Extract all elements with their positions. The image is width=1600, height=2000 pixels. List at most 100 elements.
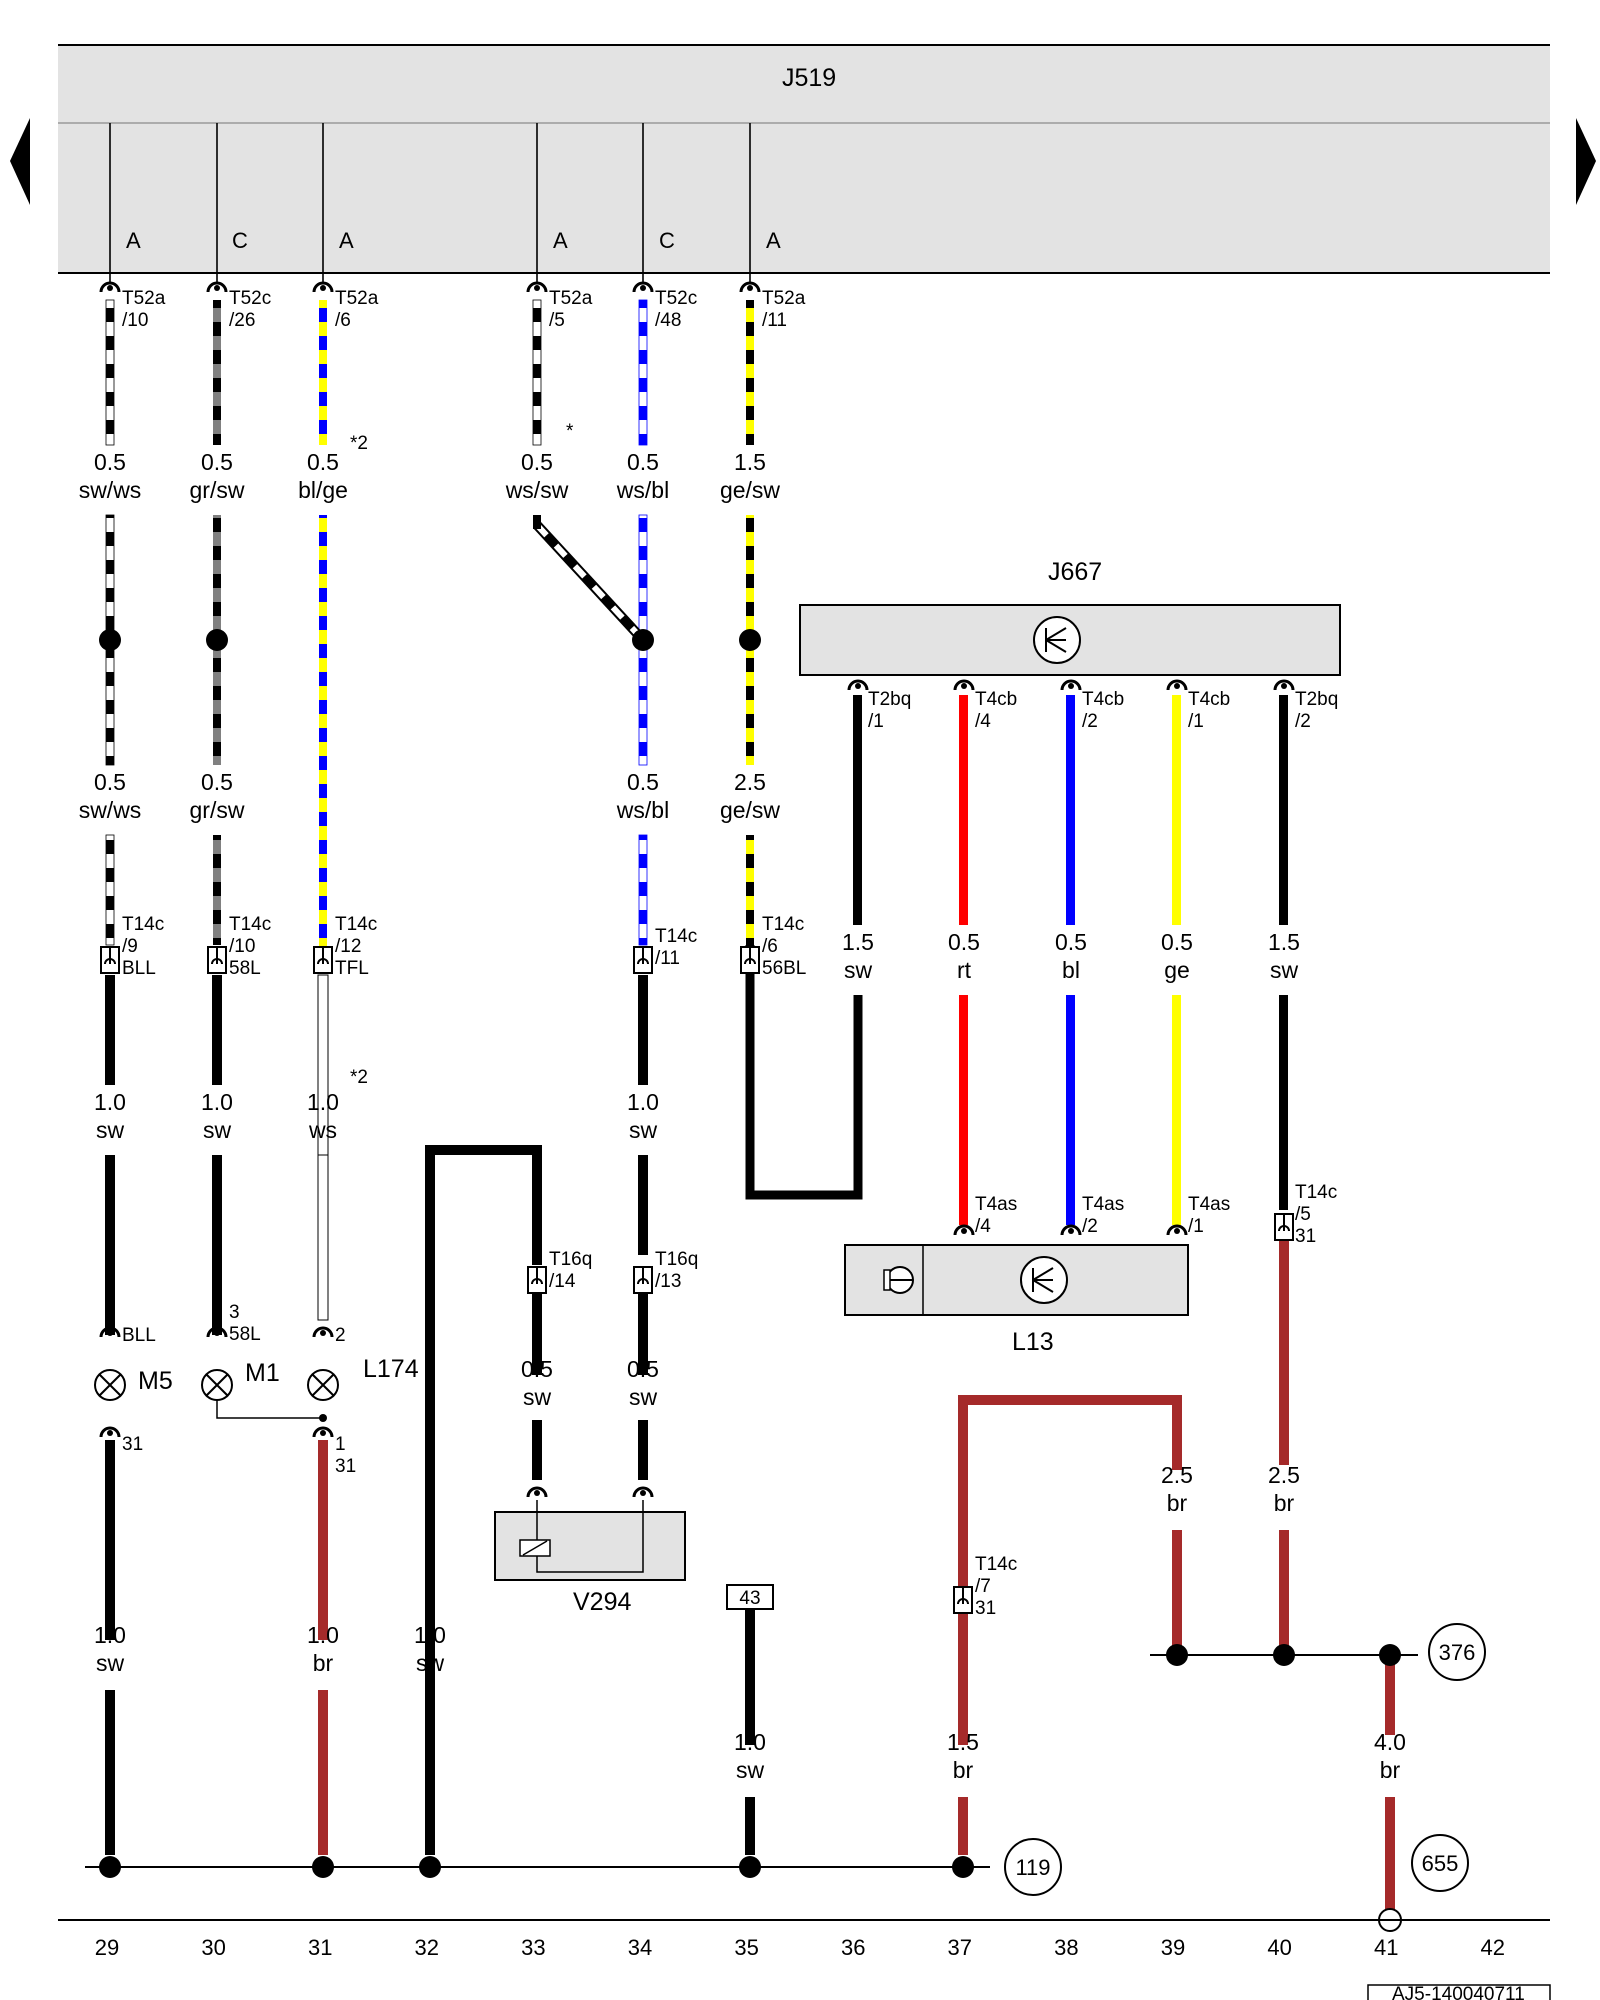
connector-pin-icon — [739, 281, 761, 293]
svg-text:1.0sw: 1.0sw — [94, 1089, 126, 1143]
column-number: 32 — [415, 1935, 439, 1960]
ref-655[interactable]: 655 — [1411, 1834, 1469, 1892]
svg-text:T4cb/4: T4cb/4 — [975, 689, 1017, 732]
svg-text:655: 655 — [1422, 1851, 1459, 1876]
drawing-id: AJ5-140040711 — [1392, 1984, 1525, 2000]
prev-page-arrow-icon[interactable] — [10, 118, 30, 205]
ref-376[interactable]: 376 — [1428, 1623, 1486, 1681]
connector-pin-dot — [320, 1430, 326, 1436]
connector-pin-icon — [312, 1326, 334, 1338]
svg-text:A: A — [339, 228, 354, 253]
svg-text:1.0sw: 1.0sw — [201, 1089, 233, 1143]
note-star2: *2 — [350, 433, 368, 454]
ecu-j519-title: J519 — [782, 64, 836, 92]
column-number: 34 — [628, 1935, 652, 1960]
transistor-icon — [1033, 616, 1081, 664]
connector-pin-dot — [747, 285, 753, 291]
svg-text:1.0ws: 1.0ws — [307, 1089, 339, 1143]
column-number: 39 — [1161, 1935, 1185, 1960]
column-number: 38 — [1054, 1935, 1078, 1960]
svg-text:T4as/2: T4as/2 — [1082, 1194, 1124, 1237]
connector-pin-icon — [953, 679, 975, 691]
column-number: 37 — [948, 1935, 972, 1960]
connector-pin-icon — [99, 1426, 121, 1438]
connector-pin-dot — [534, 1490, 540, 1496]
svg-text:T2bq/2: T2bq/2 — [1295, 689, 1338, 732]
svg-text:T16q/13: T16q/13 — [655, 1249, 698, 1292]
svg-text:T14c/11: T14c/11 — [655, 926, 697, 969]
connector-labels: T52a/10 T52c/26 T52a/6 T52a/5 T52c/48 T5… — [122, 288, 1338, 1619]
svg-text:0.5bl/ge: 0.5bl/ge — [298, 449, 348, 503]
svg-text:1.5ge/sw: 1.5ge/sw — [720, 449, 780, 503]
column-number: 41 — [1374, 1935, 1398, 1960]
column-number: 31 — [308, 1935, 332, 1960]
svg-text:2: 2 — [335, 1325, 346, 1346]
lamp-m5-title: M5 — [138, 1367, 173, 1395]
connector-pin-icon — [206, 1326, 228, 1338]
lamp-m5 — [94, 1369, 126, 1401]
svg-text:1.5br: 1.5br — [947, 1729, 979, 1783]
svg-text:T16q/14: T16q/14 — [549, 1249, 592, 1292]
wires-j667 — [745, 695, 1288, 1225]
connector-pin-dot — [107, 1430, 113, 1436]
component-v294 — [494, 1511, 686, 1581]
connector-pin-icon — [632, 281, 654, 293]
ref-119[interactable]: 119 — [1004, 1838, 1062, 1896]
connector-pin-dot — [1068, 683, 1074, 689]
svg-text:31: 31 — [122, 1434, 143, 1455]
svg-text:0.5gr/sw: 0.5gr/sw — [190, 449, 245, 503]
column-number: 42 — [1481, 1935, 1505, 1960]
connector-pin-icon — [526, 1486, 548, 1498]
module-l13-title: L13 — [1012, 1328, 1054, 1356]
svg-text:T14c/731: T14c/731 — [975, 1554, 1017, 1619]
svg-text:T52c/48: T52c/48 — [655, 288, 697, 331]
svg-text:T52a/5: T52a/5 — [549, 288, 593, 331]
lamp-socket-icon — [883, 1266, 914, 1294]
svg-text:1.0sw: 1.0sw — [414, 1622, 446, 1676]
ref-box-43[interactable]: 43 — [726, 1584, 774, 1610]
next-page-arrow-icon[interactable] — [1576, 118, 1596, 205]
column-number: 30 — [201, 1935, 225, 1960]
svg-text:131: 131 — [335, 1434, 356, 1477]
svg-text:T4cb/1: T4cb/1 — [1188, 689, 1230, 732]
svg-text:1.5sw: 1.5sw — [842, 929, 874, 983]
svg-text:4.0br: 4.0br — [1374, 1729, 1406, 1783]
svg-text:0.5ws/bl: 0.5ws/bl — [616, 449, 669, 503]
note-star2-lower: *2 — [350, 1067, 368, 1088]
wires-lower — [105, 974, 648, 1855]
connector-pin-icon — [312, 281, 334, 293]
connector-pin-dot — [107, 285, 113, 291]
svg-text:BLL: BLL — [122, 1325, 156, 1346]
plug-symbols — [100, 946, 1294, 1614]
svg-text:0.5bl: 0.5bl — [1055, 929, 1087, 983]
svg-text:0.5ws/sw: 0.5ws/sw — [505, 449, 569, 503]
svg-text:0.5ws/bl: 0.5ws/bl — [616, 769, 669, 823]
column-number: 40 — [1267, 1935, 1291, 1960]
svg-text:T52a/6: T52a/6 — [335, 288, 379, 331]
connector-pin-dot — [1174, 1228, 1180, 1234]
connector-pin-dot — [107, 1330, 113, 1336]
column-number: 35 — [734, 1935, 758, 1960]
connector-pin-dot — [320, 285, 326, 291]
svg-text:T2bq/1: T2bq/1 — [868, 689, 911, 732]
connector-pin-dot — [961, 1228, 967, 1234]
connector-pin-dot — [961, 683, 967, 689]
column-number: 29 — [95, 1935, 119, 1960]
svg-text:2.5br: 2.5br — [1161, 1462, 1193, 1516]
connector-pin-icon — [1166, 1224, 1188, 1236]
ecu-j519-panel — [58, 45, 1550, 273]
connector-pin-icon — [953, 1224, 975, 1236]
connector-pin-dot — [320, 1330, 326, 1336]
connector-pin-icon — [1166, 679, 1188, 691]
svg-text:A: A — [553, 228, 568, 253]
wires-top — [105, 299, 754, 446]
svg-text:1.0sw: 1.0sw — [734, 1729, 766, 1783]
connector-pin-icon — [312, 1426, 334, 1438]
svg-text:1.0sw: 1.0sw — [94, 1622, 126, 1676]
connector-pin-dot — [640, 285, 646, 291]
connector-pin-icon — [632, 1486, 654, 1498]
